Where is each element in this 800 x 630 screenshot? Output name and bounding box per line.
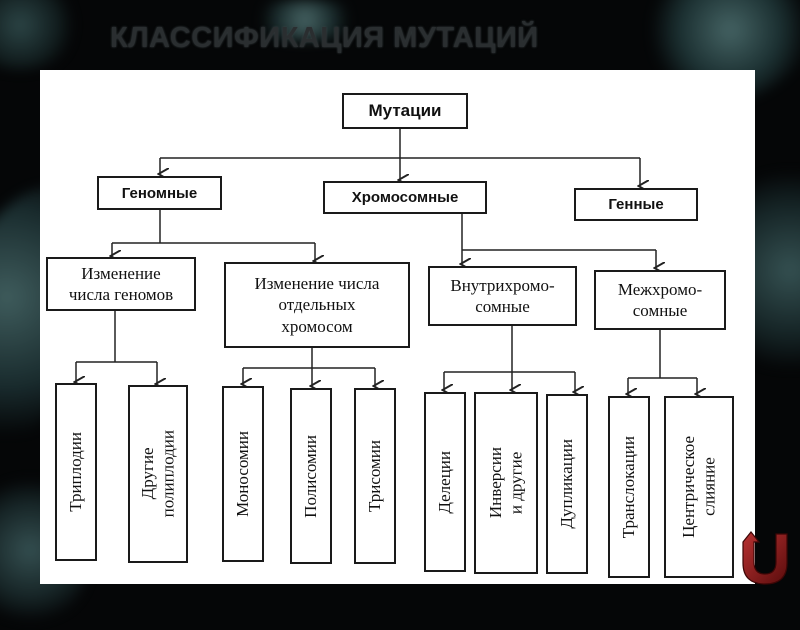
leaf-centric-fusion: Центрическое слияние bbox=[664, 396, 734, 578]
leaf-label: Трисомии bbox=[364, 439, 384, 512]
slide-title: КЛАССИФИКАЦИЯ МУТАЦИЙ bbox=[110, 22, 539, 54]
leaf-polysomy: Полисомии bbox=[290, 388, 332, 564]
leaf-duplications: Дупликации bbox=[546, 394, 588, 574]
node-interchromosomal: Межхромо- сомные bbox=[594, 270, 726, 330]
background-blob bbox=[245, 0, 365, 40]
leaf-label: Дупликации bbox=[556, 439, 576, 529]
leaf-label: Другие полиплодии bbox=[137, 430, 177, 518]
leaf-other-polyploidy: Другие полиплодии bbox=[128, 385, 188, 563]
back-button[interactable] bbox=[735, 528, 795, 588]
node-genic: Генные bbox=[574, 188, 698, 221]
node-genomic: Геномные bbox=[97, 176, 222, 210]
leaf-inversions-other: Инверсии и другие bbox=[474, 392, 538, 574]
leaf-monosomy: Моносомии bbox=[222, 386, 264, 562]
node-intrachromosomal: Внутрихромо- сомные bbox=[428, 266, 577, 326]
node-chromosomal: Хромосомные bbox=[323, 181, 487, 214]
leaf-label: Делеции bbox=[434, 450, 454, 514]
background-blob bbox=[0, 0, 80, 70]
node-mutations: Мутации bbox=[342, 93, 468, 129]
leaf-label: Транслокации bbox=[618, 435, 638, 539]
return-arrow-icon bbox=[742, 531, 788, 585]
leaf-label: Инверсии и другие bbox=[485, 447, 525, 519]
leaf-label: Триплодии bbox=[65, 432, 85, 512]
node-chromosome-number-change: Изменение числа отдельных хромосом bbox=[224, 262, 410, 348]
leaf-trisomy: Трисомии bbox=[354, 388, 396, 564]
leaf-label: Моносомии bbox=[232, 431, 252, 517]
leaf-triploidy: Триплодии bbox=[55, 383, 97, 561]
leaf-label: Полисомии bbox=[300, 434, 320, 518]
leaf-translocations: Транслокации bbox=[608, 396, 650, 578]
leaf-deletions: Делеции bbox=[424, 392, 466, 572]
leaf-label: Центрическое слияние bbox=[678, 436, 718, 538]
node-genome-number-change: Изменение числа геномов bbox=[46, 257, 196, 311]
